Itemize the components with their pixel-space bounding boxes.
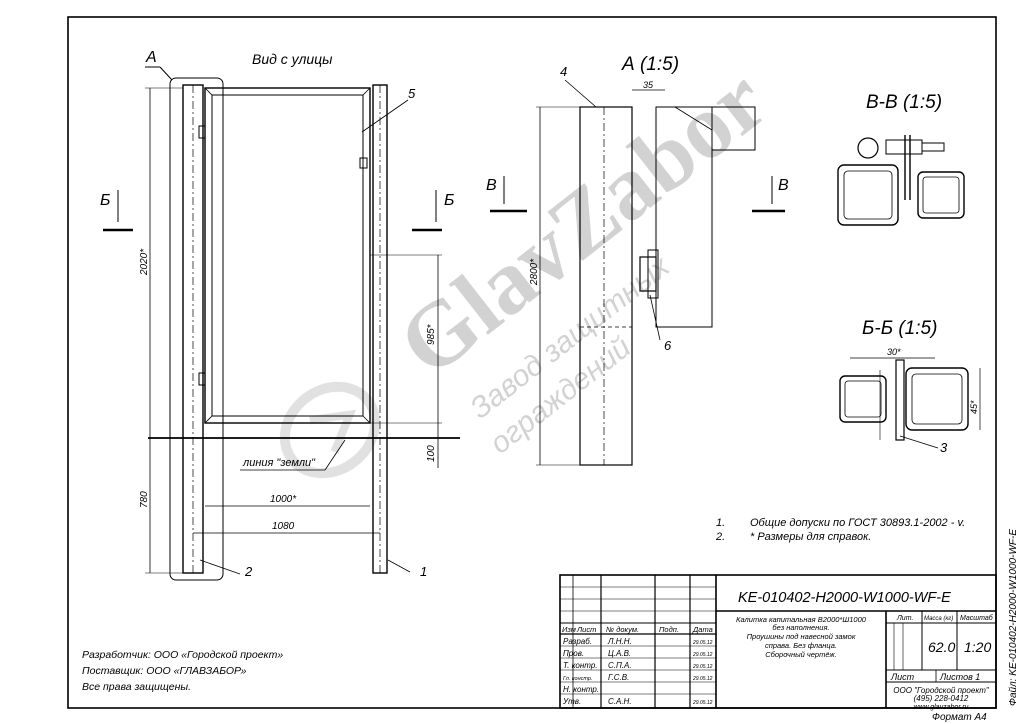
- callout-1: 1: [420, 564, 427, 579]
- dim-2800: 2800*: [529, 258, 540, 286]
- callout-6: 6: [664, 338, 672, 353]
- lock-eyelet: [359, 157, 368, 169]
- developer-line3: Все права защищены.: [82, 681, 191, 693]
- doc-code: KE-010402-H2000-W1000-WF-E: [738, 590, 951, 606]
- note-1-text: Общие допуски по ГОСТ 30893.1-2002 - v.: [750, 517, 965, 529]
- callout-4: 4: [560, 64, 567, 79]
- company-site: www.glavzabor.ru: [914, 704, 969, 711]
- col-izm: Изм: [562, 625, 576, 634]
- desc-0: Калитка капитальная В2000*Ш1000: [736, 615, 867, 624]
- section-a: А (1:5) 35 2800* 4 6 В В: [486, 54, 789, 466]
- mass-label: Масса (кг): [924, 616, 953, 622]
- watermark-logo-icon: [279, 381, 381, 479]
- role-3-name: Г.С.В.: [608, 673, 629, 682]
- dim-985: 985*: [426, 323, 437, 345]
- dim-780: 780: [139, 491, 150, 508]
- sheet-label: Лист: [890, 672, 915, 682]
- developer-line1: Разработчик: ООО «Городской проект»: [82, 649, 283, 661]
- desc-1: без наполнения.: [772, 623, 829, 632]
- dim-35: 35: [643, 80, 654, 90]
- gate-frame: [204, 87, 371, 424]
- file-label: Файл: KE-010402-H2000-W1000-WF-E: [1008, 529, 1019, 706]
- hinge-bottom: [198, 372, 206, 386]
- role-0: Разраб.: [563, 637, 592, 646]
- section-vv: В-В (1:5): [837, 92, 965, 226]
- bb-eyelet: [895, 359, 905, 441]
- vv-leaf-profile: [917, 171, 965, 219]
- col-list: Лист: [576, 625, 596, 634]
- street-view-title: Вид с улицы: [252, 51, 333, 67]
- callout-2: 2: [244, 564, 253, 579]
- note-1-num: 1.: [716, 517, 725, 529]
- role-5: Утв.: [562, 697, 581, 706]
- label-b-left: Б: [100, 192, 110, 209]
- title-block: [559, 574, 997, 709]
- vv-hinge-icon: [857, 137, 879, 159]
- col-sign: Подп.: [659, 625, 679, 634]
- dim-30: 30*: [887, 347, 901, 357]
- section-a-title: А (1:5): [621, 54, 679, 75]
- bb-post-profile: [905, 367, 969, 431]
- section-bb-title: Б-Б (1:5): [862, 318, 937, 339]
- callout-5: 5: [408, 86, 416, 101]
- company-name: ООО "Городской проект": [893, 686, 990, 695]
- ground-line-label: линия "земли": [242, 457, 316, 469]
- bb-leaf-profile: [839, 375, 887, 423]
- desc-3: справа. Без фланца.: [765, 641, 837, 650]
- role-3: Гл. констр.: [563, 676, 592, 682]
- desc-2: Проушины под навесной замок: [747, 632, 856, 641]
- callout-3: 3: [940, 440, 948, 455]
- scale-value: 1:20: [964, 639, 991, 655]
- vv-post-profile: [837, 164, 899, 226]
- section-vv-title: В-В (1:5): [866, 92, 942, 113]
- section-a-leaf: [655, 106, 713, 328]
- dim-1000: 1000*: [270, 494, 297, 505]
- dim-1080: 1080: [272, 521, 295, 532]
- developer-line2: Поставщик: ООО «ГЛАВЗАБОР»: [82, 665, 247, 677]
- hinge-top: [198, 125, 206, 139]
- label-b-right: Б: [444, 192, 454, 209]
- developer-info: Разработчик: ООО «Городской проект» Пост…: [82, 649, 283, 693]
- dim-100: 100: [426, 445, 437, 462]
- street-view: Вид с улицы А 2020* 780: [100, 49, 460, 581]
- lit-label: Лит.: [896, 615, 913, 622]
- note-2-num: 2.: [715, 531, 725, 543]
- sheets-label: Листов 1: [939, 672, 980, 682]
- note-2-text: * Размеры для справок.: [750, 531, 871, 543]
- role-1-date: 29.05.12: [692, 652, 713, 658]
- company-phone: (495) 228-0412: [914, 694, 969, 703]
- role-5-date: 29.05.12: [692, 700, 713, 706]
- col-doc: № докум.: [606, 625, 639, 634]
- label-a-callout: А: [145, 49, 157, 66]
- dim-45: 45*: [969, 400, 979, 414]
- role-3-date: 29.05.12: [692, 676, 713, 682]
- role-1: Пров.: [563, 649, 584, 658]
- role-0-name: Л.Н.Н.: [607, 637, 632, 646]
- section-a-post: [579, 106, 633, 466]
- section-bb: Б-Б (1:5) 30* 45* 3: [839, 318, 981, 455]
- desc-4: Сборочный чертёж.: [765, 650, 836, 659]
- detail-a-outline: [169, 77, 224, 581]
- role-0-date: 29.05.12: [692, 640, 713, 646]
- role-1-name: Ц.А.В.: [608, 649, 631, 658]
- notes: 1. Общие допуски по ГОСТ 30893.1-2002 - …: [715, 517, 965, 543]
- scale-label: Масштаб: [960, 614, 994, 622]
- watermark: GlavZabor Завод защитных ограждений: [279, 48, 785, 479]
- role-2-date: 29.05.12: [692, 664, 713, 670]
- col-date: Дата: [692, 625, 713, 634]
- format-label: Формат А4: [932, 712, 987, 723]
- label-v-right: В: [778, 177, 789, 194]
- role-4: Н. контр.: [563, 685, 599, 694]
- role-5-name: С.А.Н.: [608, 697, 632, 706]
- label-v-left: В: [486, 177, 497, 194]
- gate-inner-frame: [211, 94, 364, 417]
- dim-2020: 2020*: [139, 248, 150, 276]
- role-2: Т. контр.: [563, 661, 598, 670]
- title-block-text: KE-010402-H2000-W1000-WF-E Изм Лист № до…: [562, 529, 1019, 723]
- mass-value: 62.0: [928, 639, 955, 655]
- role-2-name: С.П.А.: [608, 661, 632, 670]
- sheet-frame: [67, 16, 997, 709]
